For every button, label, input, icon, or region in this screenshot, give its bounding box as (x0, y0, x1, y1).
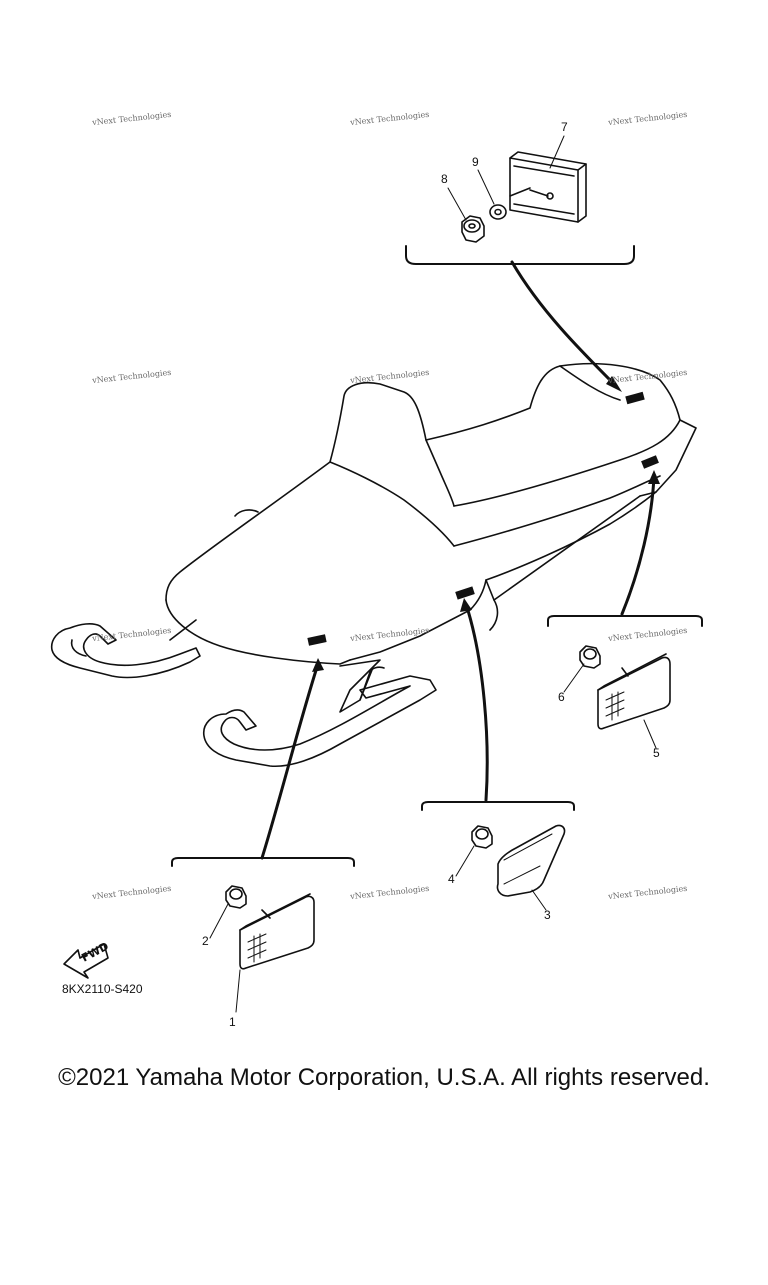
part-2-nut (225, 885, 247, 909)
right-ski (202, 675, 437, 768)
fwd-arrow-icon: FWD (63, 940, 111, 979)
callout-7: 7 (561, 120, 568, 134)
callout-1: 1 (229, 1015, 236, 1029)
part-4-nut (471, 825, 493, 849)
callout-9: 9 (472, 155, 479, 169)
hood (165, 381, 455, 601)
callout-2: 2 (202, 934, 209, 948)
snowmobile-illustration (50, 362, 697, 768)
leader-arrowheads (312, 376, 660, 672)
part-7-reflector (509, 151, 587, 223)
seat (425, 362, 697, 497)
callout-6: 6 (558, 690, 565, 704)
reflector-marks (307, 391, 659, 646)
diagram-code: 8KX2110-S420 (62, 982, 143, 996)
left-ski (50, 623, 201, 679)
callout-5: 5 (653, 746, 660, 760)
detail-brackets (171, 245, 703, 867)
callout-4: 4 (448, 872, 455, 886)
part-5-reflector (597, 653, 671, 730)
part-6-nut (579, 645, 601, 669)
copyright-notice: ©2021 Yamaha Motor Corporation, U.S.A. A… (58, 1064, 710, 1091)
callout-8: 8 (441, 172, 448, 186)
callout-3: 3 (544, 908, 551, 922)
part-3-reflector (496, 824, 566, 897)
side-panel (349, 579, 499, 661)
part-9-washer (489, 204, 507, 220)
leader-lines (260, 260, 656, 860)
part-8-nut (461, 215, 485, 243)
callout-leaders (209, 135, 657, 1013)
part-1-reflector (239, 893, 315, 970)
